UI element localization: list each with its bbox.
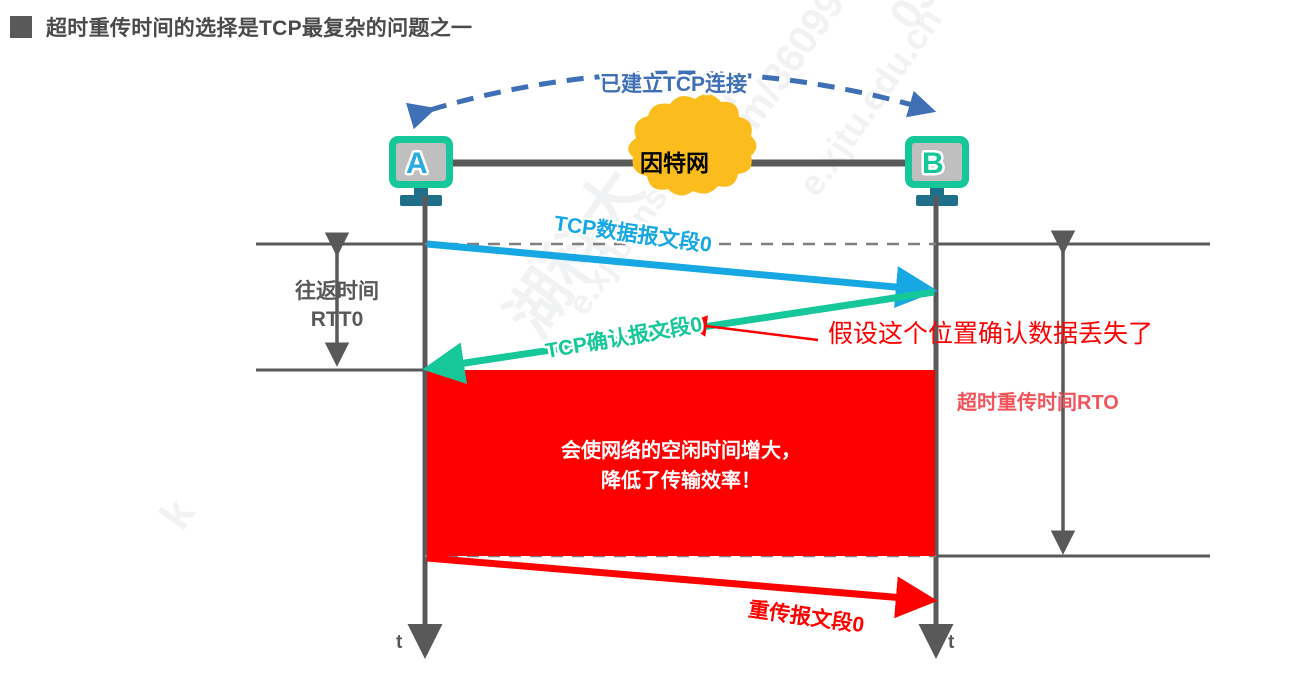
data-segment-arrow: [426, 240, 938, 308]
timeline-a-tick-label: t: [396, 632, 403, 653]
host-a-icon: [389, 136, 453, 206]
tcp-connection-arc: [405, 70, 937, 130]
timeline-b-tick-label: t: [948, 632, 955, 653]
internet-cloud-label: 因特网: [640, 150, 709, 176]
retransmit-segment-arrow: [426, 554, 938, 619]
idle-time-block: [427, 370, 935, 556]
idle-note-line2: 降低了传输效率！: [601, 470, 761, 492]
loss-annotation: 假设这个位置确认数据丢失了: [828, 320, 1154, 348]
title-text: 超时重传时间的选择是TCP最复杂的问题之一: [46, 17, 473, 40]
page-title: 超时重传时间的选择是TCP最复杂的问题之一: [10, 12, 472, 42]
rtt-label-line1: 往返时间: [295, 280, 379, 303]
internet-cloud-icon: [628, 94, 757, 196]
host-b-letter: B: [922, 147, 944, 180]
ack-segment-arrow: [422, 288, 935, 384]
idle-note-line1: 会使网络的空闲时间增大，: [561, 440, 801, 462]
host-b-icon: [905, 136, 969, 206]
host-a-letter: A: [406, 147, 428, 180]
title-bullet-icon: [10, 16, 32, 38]
loss-pointer-arrow: [685, 315, 819, 342]
rto-label: 超时重传时间RTO: [957, 392, 1119, 414]
tcp-connection-label: 已建立TCP连接: [600, 73, 747, 96]
rtt-label-line2: RTT0: [310, 308, 364, 331]
